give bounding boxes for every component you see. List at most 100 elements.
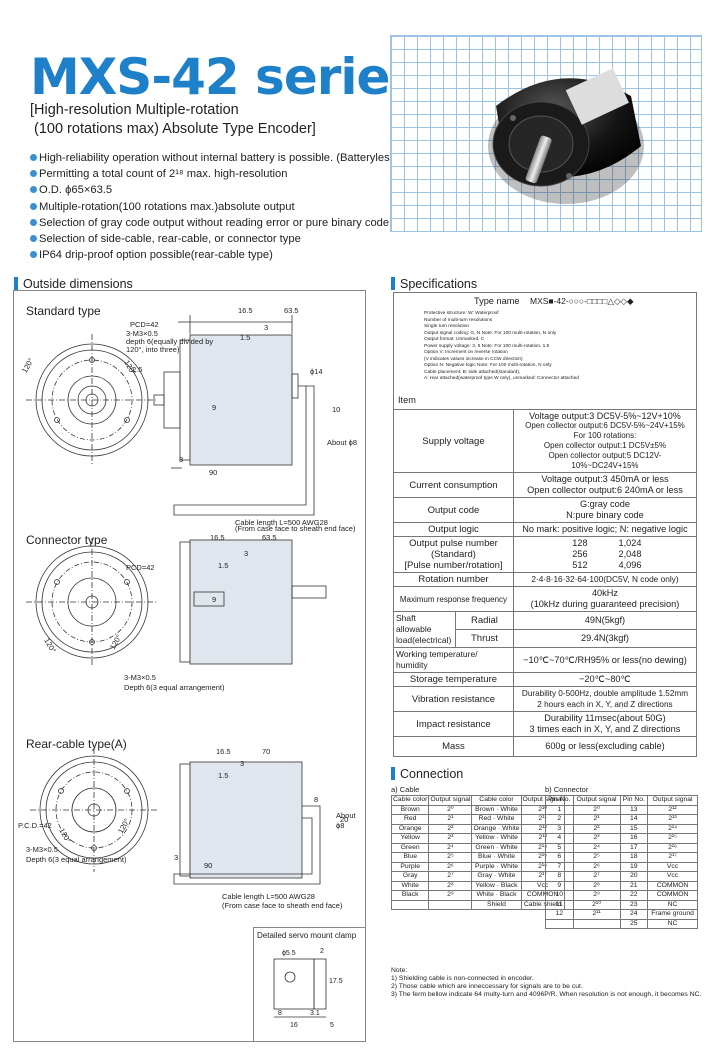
table-cell: 2⁶ — [428, 861, 473, 872]
dim-pcd: PCD=42 — [130, 320, 159, 329]
dim-angle: 120° — [20, 357, 36, 375]
table-cell: 4 — [545, 833, 574, 844]
table-cell: Frame ground — [647, 909, 698, 920]
column-header: Cable color — [471, 795, 522, 806]
table-cell: 12 — [545, 909, 574, 920]
spec-value: 3 times each in X, Y, and Z directions — [529, 724, 681, 734]
dim-3: 3 — [264, 323, 268, 332]
table-cell: Green — [390, 842, 430, 853]
dim-90: 90 — [204, 861, 212, 870]
table-cell: 9 — [545, 880, 574, 891]
dim-16: 16 — [290, 1022, 298, 1029]
note-line: 1) Shielding cable is non-connected in e… — [391, 975, 534, 982]
table-cell: 2¹² — [647, 804, 698, 815]
table-cell: 2⁷ — [428, 871, 473, 882]
table-cell: 2⁹ — [572, 890, 621, 901]
table-cell: Orange · White — [471, 823, 522, 834]
table-cell: White — [390, 880, 430, 891]
table-cell: 2⁶ — [572, 861, 621, 872]
table-cell — [572, 918, 621, 929]
table-cell: Gray — [390, 871, 430, 882]
spec-value: 49N(5kgf) — [512, 611, 698, 630]
dim-angle: 120° — [108, 633, 124, 651]
spec-value: (10kHz during guaranteed precision) — [530, 599, 680, 609]
dim-175: 17.5 — [329, 978, 343, 985]
table-cell: 2² — [428, 823, 473, 834]
dim-length-70: 70 — [262, 747, 270, 756]
subtitle-line-1: [High-resolution Multiple-rotation — [30, 102, 239, 118]
dim-m3-depth: depth 6(equally divided by — [126, 337, 213, 346]
table-cell: Vcc — [647, 861, 698, 872]
bullet-icon — [30, 170, 37, 178]
table-cell: Red · White — [471, 814, 522, 825]
connection-notes: Note: 1) Shielding cable is non-connecte… — [391, 967, 701, 999]
spec-value: Voltage output:3 450mA or less — [541, 474, 669, 484]
dim-m3: 3-M3×0.5 — [26, 845, 58, 854]
feature-item: Multiple-rotation(100 rotations max.)abs… — [30, 199, 399, 215]
mass-label: Mass — [393, 736, 514, 757]
specifications-heading: Specifications — [391, 277, 477, 291]
dim-phi8: ϕ8 — [336, 821, 344, 830]
outside-dimensions-heading: Outside dimensions — [14, 277, 133, 291]
product-photo — [390, 35, 702, 232]
spec-value: Durability 11msec(about 50G) — [544, 713, 666, 723]
type-notes: Protective structure: W: Waterproof Numb… — [424, 311, 579, 381]
bullet-icon — [30, 218, 37, 226]
table-cell: 2¹ — [572, 814, 621, 825]
table-cell: 2⁰ — [572, 804, 621, 815]
page-subtitle: [High-resolution Multiple-rotation (100 … — [30, 101, 316, 139]
cable-note: (From case face to sheath end face) — [222, 900, 343, 910]
output-logic-label: Output logic — [393, 522, 514, 537]
feature-item: IP64 drip-proof option possible(rear-cab… — [30, 247, 399, 263]
table-cell: Green · White — [471, 842, 522, 853]
table-cell: Yellow · Black — [471, 880, 522, 891]
bullet-icon — [30, 235, 37, 243]
table-cell: 2¹³ — [647, 814, 698, 825]
table-cell: Red — [390, 814, 430, 825]
column-header: Pin No. — [619, 795, 649, 806]
table-cell: 2⁸ — [428, 880, 473, 891]
table-cell: 19 — [619, 861, 649, 872]
outside-dimensions-panel — [13, 290, 366, 1042]
table-cell: 2¹⁴ — [647, 823, 698, 834]
table-cell: 2³ — [572, 833, 621, 844]
spec-value: −20℃~80℃ — [512, 672, 698, 687]
dim-3: 3 — [244, 549, 248, 558]
dim-angle: 120° — [57, 827, 73, 845]
page-title: MXS-42 series — [30, 48, 419, 106]
dim-about: About — [336, 811, 357, 820]
dim-15: 1.5 — [218, 561, 228, 570]
dim-3b: 3 — [174, 853, 178, 862]
dim-25: 2.5 — [132, 365, 142, 374]
bullet-icon — [30, 186, 37, 194]
dim-9: 9 — [212, 403, 216, 412]
note-line: 3) The ferm bellow indicate 64 multy-tur… — [391, 991, 702, 998]
cable-length-text: Cable length L=500 AWG28 — [222, 892, 315, 901]
supply-label: Supply voltage — [393, 409, 514, 473]
table-cell: 2⁴ — [428, 842, 473, 853]
thrust-label: Thrust — [455, 629, 514, 648]
table-cell: Yellow — [390, 833, 430, 844]
table-cell: 2⁷ — [572, 871, 621, 882]
dim-length-165: 16.5 — [216, 747, 231, 756]
table-cell: 17 — [619, 842, 649, 853]
column-header: Pin No. — [545, 795, 574, 806]
table-cell: 7 — [545, 861, 574, 872]
dim-pcd: PCD=42 — [126, 563, 155, 572]
dim-15: 1.5 — [240, 333, 250, 342]
encoder-image — [488, 68, 644, 204]
dim-pcd: P.C.D.=42 — [18, 821, 52, 830]
servo-clamp-title: Detailed servo mount clamp — [257, 931, 357, 940]
bullet-icon — [30, 154, 37, 161]
table-cell: 2¹⁷ — [647, 852, 698, 863]
table-cell — [390, 899, 430, 910]
cable-length-text: Cable length L=500 AWG28 — [235, 518, 328, 527]
table-cell: 2 — [545, 814, 574, 825]
